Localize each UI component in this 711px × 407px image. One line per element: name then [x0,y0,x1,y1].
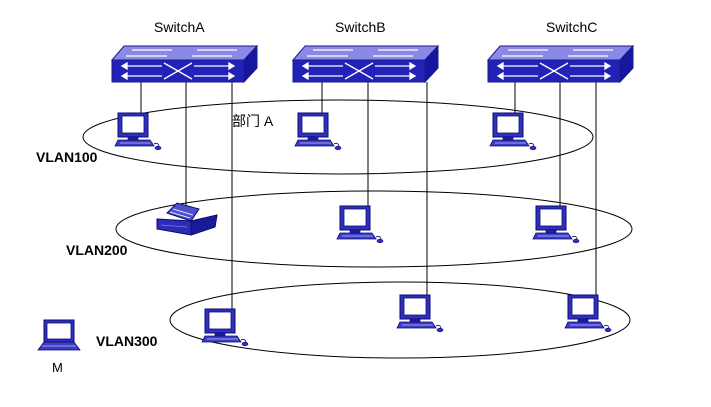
department-label: 部门 A [232,113,274,129]
switch-b-label: SwitchB [335,19,386,35]
vlan200-pc-b-icon[interactable] [336,205,384,244]
vlan300-pc-a-icon[interactable] [201,308,249,347]
vlan300-ellipse [169,281,631,359]
vlan300-pc-b-icon[interactable] [396,294,444,333]
vlan100-ellipse [82,99,594,175]
vlan100-label: VLAN100 [36,149,98,165]
vlan300-pc-c-icon[interactable] [564,294,612,333]
switch-a-icon[interactable] [111,45,258,83]
switch-b-icon[interactable] [292,45,439,83]
connection-lines [140,82,597,310]
vlan100-pc-b-icon[interactable] [294,112,342,151]
laptop-m-label: M [52,360,63,375]
vlan200-pc-c-icon[interactable] [532,205,580,244]
switch-c-icon[interactable] [487,45,634,83]
vlan300-label: VLAN300 [96,333,158,349]
vlan100-pc-c-icon[interactable] [489,112,537,151]
vlan100-pc-a-icon[interactable] [114,112,162,151]
printer-icon[interactable] [156,202,218,236]
laptop-m-icon[interactable] [37,319,81,351]
vlan200-ellipse [115,190,633,268]
switch-c-label: SwitchC [546,19,598,35]
vlan200-label: VLAN200 [66,242,128,258]
switch-a-label: SwitchA [154,19,205,35]
